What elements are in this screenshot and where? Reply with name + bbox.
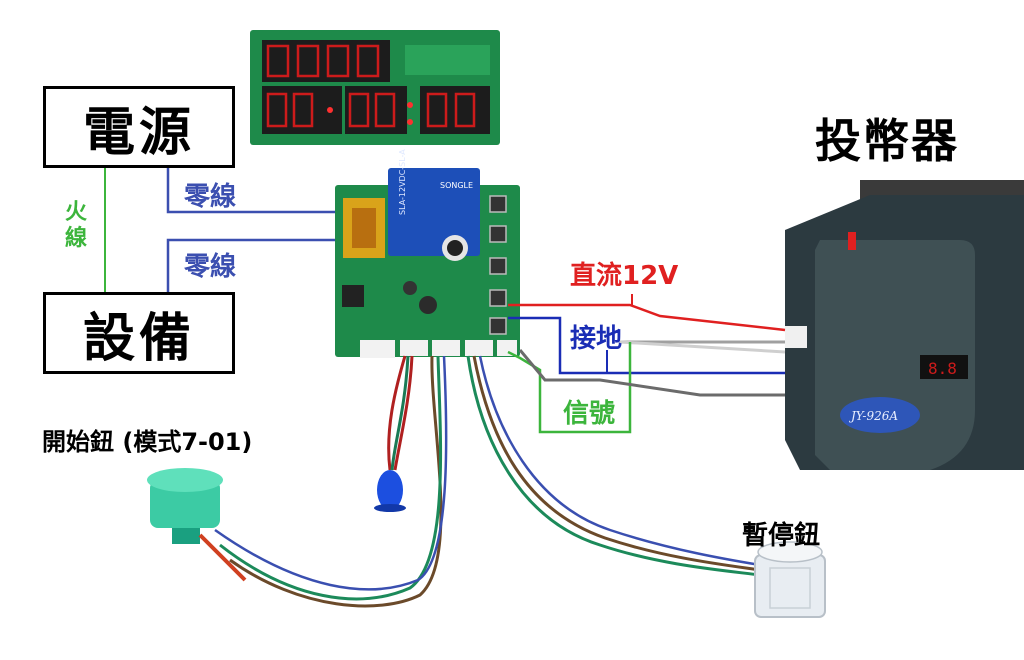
ground-wire bbox=[508, 316, 785, 375]
dc12v-label: 直流12V bbox=[570, 261, 679, 291]
device-box: 設備 bbox=[43, 292, 235, 374]
acceptor-display: 8.8 bbox=[928, 359, 957, 378]
start-button-label: 開始鈕 (模式7-01) bbox=[42, 428, 253, 456]
green-start-button bbox=[147, 468, 247, 582]
signal-label: 信號 bbox=[563, 399, 616, 429]
led-wires bbox=[387, 355, 414, 471]
clear-pause-button bbox=[754, 541, 826, 618]
pause-button-label: 暫停鈕 bbox=[742, 521, 821, 551]
coin-acceptor-unit: 8.8 JY-926A bbox=[785, 180, 1024, 470]
neutral-wire-1 bbox=[166, 165, 345, 214]
gray-wire-2 bbox=[619, 340, 786, 354]
start-button-wires bbox=[229, 355, 443, 608]
acceptor-model-text: JY-926A bbox=[848, 409, 898, 423]
dc12v-wire bbox=[508, 303, 786, 332]
relay-brand-text: SONGLE bbox=[440, 181, 473, 190]
neutral-label-2: 零線 bbox=[184, 252, 237, 282]
coin-acceptor-label: 投幣器 bbox=[815, 114, 959, 168]
power-box: 電源 bbox=[43, 86, 235, 168]
display-board bbox=[250, 30, 500, 145]
blue-led bbox=[374, 470, 406, 512]
signal-wire bbox=[507, 342, 632, 434]
ground-label: 接地 bbox=[570, 324, 623, 354]
relay-model-text: SLA-12VDC-SL-A bbox=[398, 149, 407, 215]
pause-button-wires bbox=[466, 355, 761, 577]
neutral-label-1: 零線 bbox=[184, 182, 237, 212]
signal-wire-2 bbox=[518, 349, 785, 397]
control-board: SLA-12VDC-SL-A SONGLE bbox=[335, 149, 520, 358]
neutral-wire-2 bbox=[166, 238, 345, 292]
live-wire-label: 火 線 bbox=[64, 200, 87, 251]
